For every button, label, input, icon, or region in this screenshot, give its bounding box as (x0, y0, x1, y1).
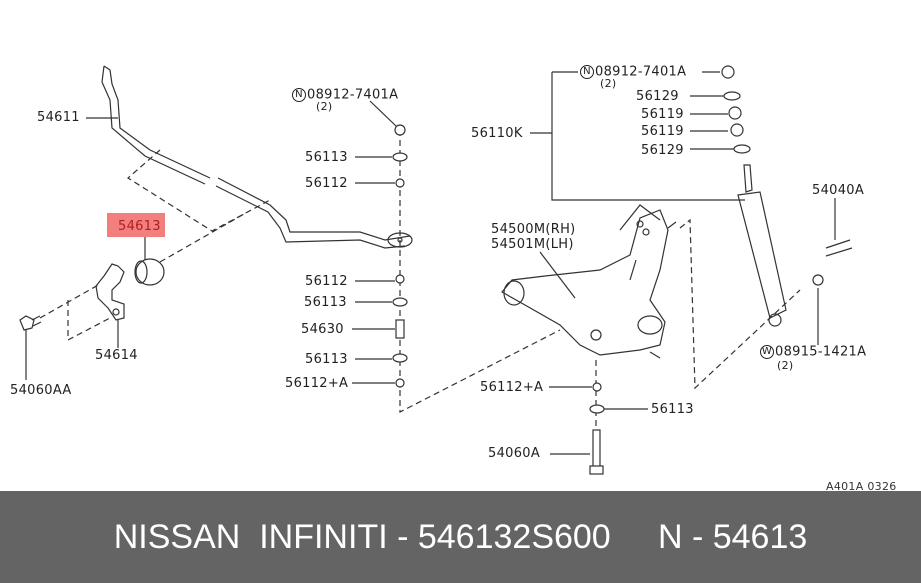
label-54613: 54613 (118, 219, 161, 234)
highlighted-part-54613[interactable]: 54613 (107, 213, 165, 237)
label-56119: 56119 (641, 107, 684, 122)
bolt-54060aa (19, 315, 42, 380)
label-56110k: 56110K (471, 126, 523, 141)
label-56113: 56113 (651, 402, 694, 417)
label-54060a: 54060A (488, 446, 541, 461)
n-symbol-icon: N (580, 65, 594, 79)
parts-diagram (19, 65, 853, 475)
lower-fasteners (589, 382, 605, 475)
diagram-code: A401A 0326 (826, 480, 897, 493)
label-56112: 56112 (305, 176, 348, 191)
label-54500m: 54500M(RH) (491, 222, 576, 237)
label-56113: 56113 (304, 295, 347, 310)
bushing-54613 (134, 237, 165, 286)
footer-part-title: NISSAN INFINITI - 546132S600 N - 54613 (113, 518, 808, 556)
shock-mount-stack (721, 65, 751, 154)
label-54630: 54630 (301, 322, 344, 337)
label-56112: 56112 (305, 274, 348, 289)
leader-lines (86, 71, 836, 455)
label-washer-qty: (2) (777, 359, 794, 372)
stabilizer-bar (101, 65, 413, 249)
label-54040a: 54040A (812, 183, 865, 198)
label-56113: 56113 (305, 352, 348, 367)
label-54614: 54614 (95, 348, 138, 363)
clamp-54614 (95, 263, 125, 348)
nut-left-part: 08912-7401A (307, 87, 399, 103)
footer-bar: NISSAN INFINITI - 546132S600 N - 54613 (0, 491, 921, 583)
label-56113: 56113 (305, 150, 348, 165)
label-56129: 56129 (636, 89, 679, 104)
label-nut-right-qty: (2) (600, 77, 617, 90)
label-56112a: 56112+A (285, 376, 349, 391)
washer-part: 08915-1421A (775, 344, 867, 360)
label-56129: 56129 (641, 143, 684, 158)
label-nut-left-qty: (2) (316, 100, 333, 113)
n-symbol-icon: N (292, 88, 306, 102)
label-56112a: 56112+A (480, 380, 544, 395)
shock-absorber (737, 164, 853, 327)
label-54611: 54611 (37, 110, 80, 125)
link-stack-left (392, 124, 408, 388)
lower-control-arm (501, 204, 677, 359)
w-symbol-icon: W (760, 345, 774, 359)
label-56119: 56119 (641, 124, 684, 139)
label-54060aa: 54060AA (10, 383, 72, 398)
label-54501m: 54501M(LH) (491, 237, 574, 252)
nut-right-part: 08912-7401A (595, 64, 687, 80)
